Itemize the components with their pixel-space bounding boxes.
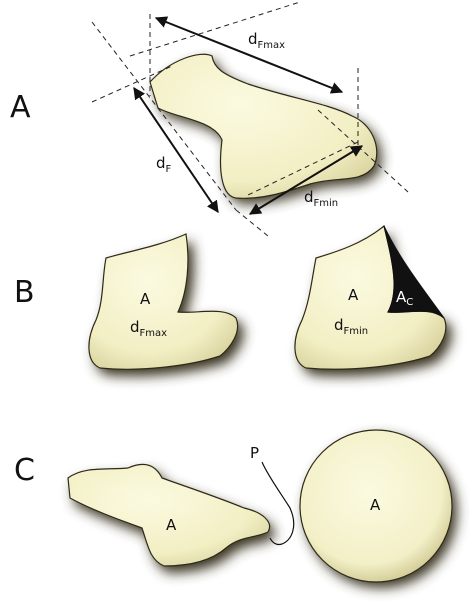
panel-a-particle bbox=[150, 54, 382, 204]
panel-a: A dFmax dF dFmin bbox=[10, 2, 408, 236]
panel-b-right-particle bbox=[295, 226, 452, 376]
df-label: dF bbox=[156, 154, 172, 175]
b-right-area-label: A bbox=[348, 286, 359, 304]
panel-b-left-particle bbox=[89, 234, 244, 376]
b-left-area-label: A bbox=[140, 290, 151, 308]
c-left-area-label: A bbox=[166, 516, 177, 534]
panel-b: B A dFmax A dFmin AC bbox=[14, 226, 452, 376]
dfmax-label: dFmax bbox=[248, 30, 285, 51]
panel-c: C A P A bbox=[14, 430, 457, 588]
c-circle-area-label: A bbox=[370, 496, 381, 514]
panel-c-label: C bbox=[14, 453, 35, 488]
panel-b-label: B bbox=[14, 275, 35, 310]
panel-a-label: A bbox=[10, 90, 31, 125]
dfmin-label: dFmin bbox=[304, 188, 338, 209]
c-perimeter-label: P bbox=[250, 444, 259, 462]
concave-region bbox=[384, 226, 444, 318]
